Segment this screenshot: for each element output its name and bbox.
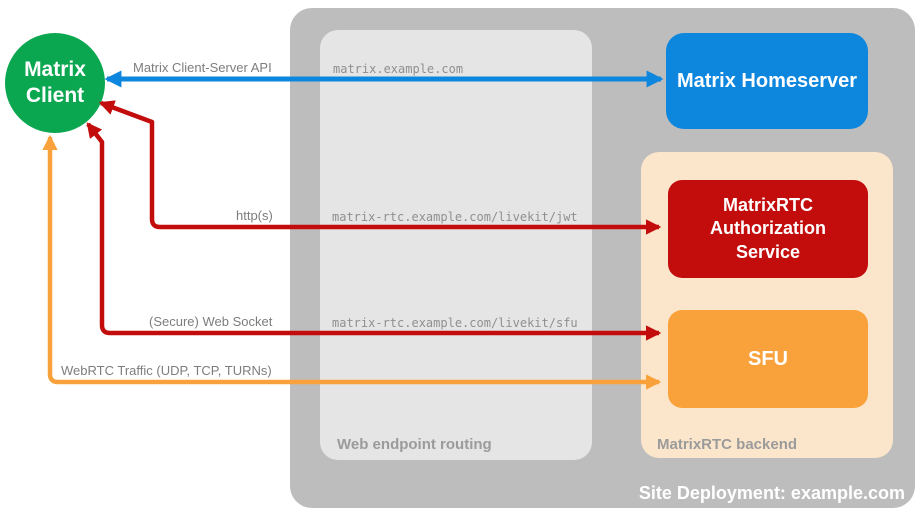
matrix-homeserver-label: Matrix Homeserver xyxy=(676,69,858,92)
matrix-client-node: Matrix Client xyxy=(5,33,105,133)
web-endpoint-routing-caption: Web endpoint routing xyxy=(337,436,492,453)
endpoint-url-livekit-jwt: matrix-rtc.example.com/livekit/jwt xyxy=(332,210,578,224)
sfu-label: SFU xyxy=(748,347,788,370)
matrixrtc-authorization-service-label: MatrixRTC Authorization Service xyxy=(710,195,826,262)
endpoint-url-homeserver: matrix.example.com xyxy=(333,62,464,76)
matrixrtc-authorization-service-node: MatrixRTC Authorization Service xyxy=(668,180,868,278)
arrow-label-https: http(s) xyxy=(236,208,273,223)
web-endpoint-routing-container xyxy=(320,30,592,460)
arrow-label-secure-web-socket: (Secure) Web Socket xyxy=(149,314,273,329)
matrix-client-label: Matrix Client xyxy=(24,57,86,107)
site-deployment-caption: Site Deployment: example.com xyxy=(638,483,905,503)
sfu-node: SFU xyxy=(668,310,868,408)
matrix-homeserver-node: Matrix Homeserver xyxy=(666,33,868,129)
endpoint-url-livekit-sfu: matrix-rtc.example.com/livekit/sfu xyxy=(332,316,578,330)
arrow-label-webrtc-traffic: WebRTC Traffic (UDP, TCP, TURNs) xyxy=(61,363,272,378)
matrixrtc-backend-caption: MatrixRTC backend xyxy=(657,436,798,453)
arrow-label-client-server-api: Matrix Client-Server API xyxy=(133,60,272,75)
